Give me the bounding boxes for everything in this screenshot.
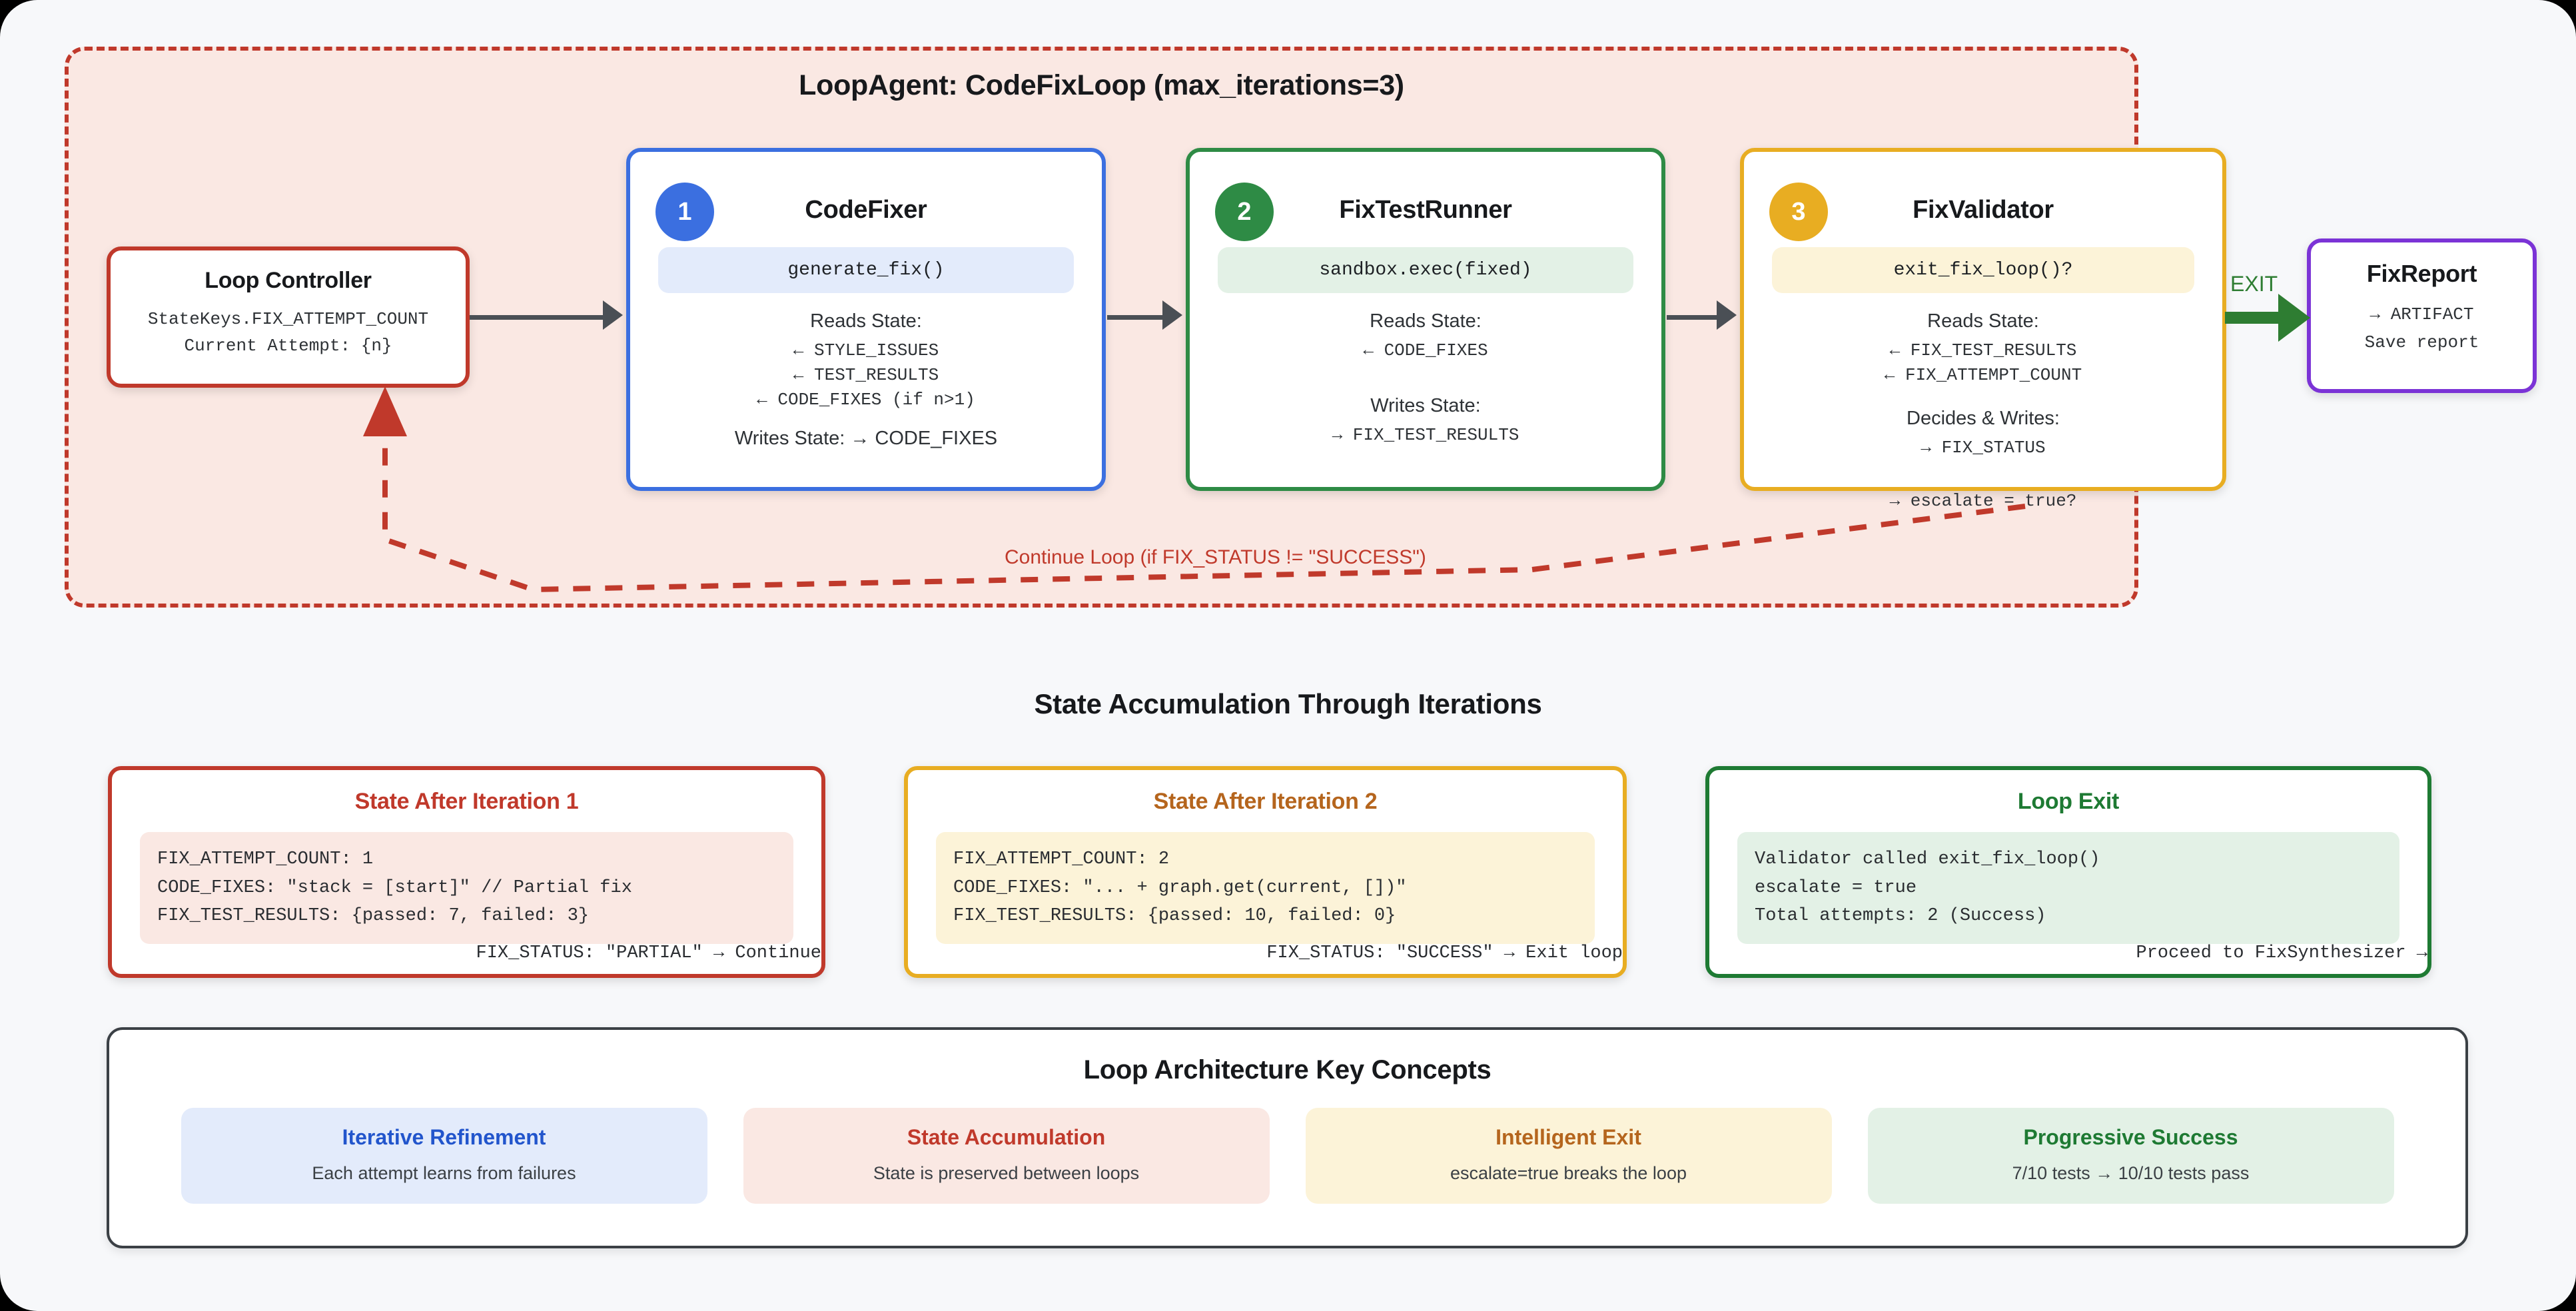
fix-report-card[interactable]: FixReport → ARTIFACT Save report [2307, 238, 2537, 393]
agent-code-codefixer: generate_fix() [658, 247, 1074, 293]
read-item: ← FIX_TEST_RESULTS [1889, 340, 2077, 360]
concept-tile-progressive-success[interactable]: Progressive Success 7/10 tests → 10/10 t… [1867, 1108, 2394, 1204]
arrow-codefixer-to-fixtestrunner [1107, 315, 1166, 320]
concept-tile-intelligent-exit[interactable]: Intelligent Exit escalate=true breaks th… [1305, 1108, 1832, 1204]
agent-title-fixvalidator: FixValidator [1913, 196, 2054, 224]
agent-writes-fixtestrunner: Writes State: → FIX_TEST_RESULTS [1190, 395, 1661, 448]
arrow-fixtestrunner-to-fixvalidator [1667, 315, 1720, 320]
concept-name: Progressive Success [2023, 1125, 2238, 1149]
reads-state-label: Reads State: [1370, 310, 1482, 332]
concept-desc: Each attempt learns from failures [312, 1163, 576, 1183]
concept-name: State Accumulation [907, 1125, 1106, 1149]
state-line: Total attempts: 2 (Success) [1755, 906, 2046, 927]
key-concepts-row: Iterative Refinement Each attempt learns… [109, 1108, 2465, 1204]
arrow-head-icon [1717, 300, 1737, 330]
state-card-title: State After Iteration 1 [354, 789, 579, 814]
concept-desc: 7/10 tests → 10/10 tests pass [2012, 1163, 2250, 1183]
exit-arrow-line [2225, 312, 2281, 324]
state-line: FIX_TEST_RESULTS: {passed: 10, failed: 0… [953, 906, 1396, 927]
concept-name: Intelligent Exit [1496, 1125, 1641, 1149]
step-badge-1: 1 [655, 183, 714, 241]
fix-report-save: Save report [2364, 332, 2479, 352]
state-card-iteration-2[interactable]: State After Iteration 2 FIX_ATTEMPT_COUN… [904, 766, 1627, 978]
concept-tile-iterative-refinement[interactable]: Iterative Refinement Each attempt learns… [181, 1108, 707, 1204]
loop-controller-details: StateKeys.FIX_ATTEMPT_COUNT Current Atte… [111, 306, 466, 360]
exit-label: EXIT [2230, 272, 2278, 296]
state-card-iteration-1[interactable]: State After Iteration 1 FIX_ATTEMPT_COUN… [108, 766, 825, 978]
agent-writes-fixvalidator: Decides & Writes: → FIX_STATUS [1744, 408, 2222, 460]
state-line: escalate = true [1755, 877, 1917, 898]
concept-desc: escalate=true breaks the loop [1450, 1163, 1687, 1183]
state-line: Validator called exit_fix_loop() [1755, 849, 2100, 869]
agent-reads-fixtestrunner: Reads State: ← CODE_FIXES [1190, 310, 1661, 363]
arrow-head-icon [1162, 300, 1182, 330]
loop-controller-attempt: Current Attempt: {n} [184, 336, 392, 356]
key-concepts-title: Loop Architecture Key Concepts [1083, 1055, 1492, 1085]
step-badge-3: 3 [1769, 183, 1828, 241]
reads-state-label: Reads State: [1927, 310, 2039, 332]
decides-writes-label: Decides & Writes: [1907, 408, 2060, 430]
fix-report-title: FixReport [2366, 260, 2477, 287]
agent-code-fixtestrunner: sandbox.exec(fixed) [1218, 247, 1633, 293]
agent-reads-fixvalidator: Reads State: ← FIX_TEST_RESULTS ← FIX_AT… [1744, 310, 2222, 388]
state-card-title: State After Iteration 2 [1153, 789, 1378, 814]
agent-title-codefixer: CodeFixer [805, 196, 927, 224]
concept-desc: State is preserved between loops [873, 1163, 1140, 1183]
state-line: FIX_TEST_RESULTS: {passed: 7, failed: 3} [157, 906, 590, 927]
agent-escalate-note: → escalate = true? [1889, 491, 2077, 511]
state-card-body: FIX_ATTEMPT_COUNT: 2 CODE_FIXES: "... + … [936, 832, 1595, 944]
agent-card-fixvalidator[interactable]: 3 FixValidator exit_fix_loop()? Reads St… [1740, 148, 2226, 511]
concept-name: Iterative Refinement [342, 1125, 546, 1149]
fix-report-artifact: → ARTIFACT [2369, 304, 2474, 324]
key-concepts-panel: Loop Architecture Key Concepts Iterative… [107, 1027, 2468, 1248]
state-card-title: Loop Exit [2017, 789, 2120, 814]
loop-controller-title: Loop Controller [205, 268, 372, 293]
read-item: ← CODE_FIXES [1363, 340, 1488, 360]
reads-state-label: Reads State: [810, 310, 922, 332]
state-line: FIX_ATTEMPT_COUNT: 2 [953, 849, 1170, 869]
state-card-footer: FIX_STATUS: "PARTIAL" → Continue [476, 943, 821, 963]
step-badge-2: 2 [1215, 183, 1274, 241]
continue-loop-label: Continue Loop (if FIX_STATUS != "SUCCESS… [1005, 546, 1426, 568]
state-line: CODE_FIXES: "... + graph.get(current, []… [953, 877, 1407, 898]
read-item: ← FIX_ATTEMPT_COUNT [1884, 365, 2082, 386]
state-card-loop-exit[interactable]: Loop Exit Validator called exit_fix_loop… [1705, 766, 2431, 978]
read-item: ← STYLE_ISSUES [793, 340, 939, 360]
concept-tile-state-accumulation[interactable]: State Accumulation State is preserved be… [743, 1108, 1270, 1204]
write-item: → FIX_TEST_RESULTS [1332, 425, 1519, 446]
writes-state-label: Writes State: [1370, 395, 1481, 417]
exit-arrow-head-icon [2278, 294, 2310, 342]
loop-controller-statekey: StateKeys.FIX_ATTEMPT_COUNT [147, 309, 429, 329]
state-card-body: Validator called exit_fix_loop() escalat… [1737, 832, 2399, 944]
state-card-footer: FIX_STATUS: "SUCCESS" → Exit loop [1266, 943, 1623, 963]
agent-writes-codefixer: Writes State: → CODE_FIXES [734, 427, 998, 449]
agent-title-fixtestrunner: FixTestRunner [1339, 196, 1512, 224]
state-section-heading: State Accumulation Through Iterations [1034, 688, 1542, 719]
arrow-controller-to-codefixer [470, 315, 606, 320]
agent-code-fixvalidator: exit_fix_loop()? [1772, 247, 2194, 293]
state-card-body: FIX_ATTEMPT_COUNT: 1 CODE_FIXES: "stack … [140, 832, 793, 944]
fix-report-details: → ARTIFACT Save report [2311, 301, 2533, 356]
state-card-footer: Proceed to FixSynthesizer → [2136, 943, 2427, 963]
agent-card-fixtestrunner[interactable]: 2 FixTestRunner sandbox.exec(fixed) Read… [1186, 148, 1665, 491]
loop-controller-card[interactable]: Loop Controller StateKeys.FIX_ATTEMPT_CO… [107, 246, 470, 388]
state-line: FIX_ATTEMPT_COUNT: 1 [157, 849, 374, 869]
read-item: ← CODE_FIXES (if n>1) [757, 390, 975, 410]
state-line: CODE_FIXES: "stack = [start]" // Partial… [157, 877, 632, 898]
agent-card-codefixer[interactable]: 1 CodeFixer generate_fix() Reads State: … [626, 148, 1106, 491]
loop-agent-title: LoopAgent: CodeFixLoop (max_iterations=3… [799, 69, 1404, 101]
agent-reads-codefixer: Reads State: ← STYLE_ISSUES ← TEST_RESUL… [630, 310, 1102, 413]
read-item: ← TEST_RESULTS [793, 365, 939, 386]
write-item: → FIX_STATUS [1921, 438, 2046, 458]
arrow-head-icon [603, 300, 623, 330]
